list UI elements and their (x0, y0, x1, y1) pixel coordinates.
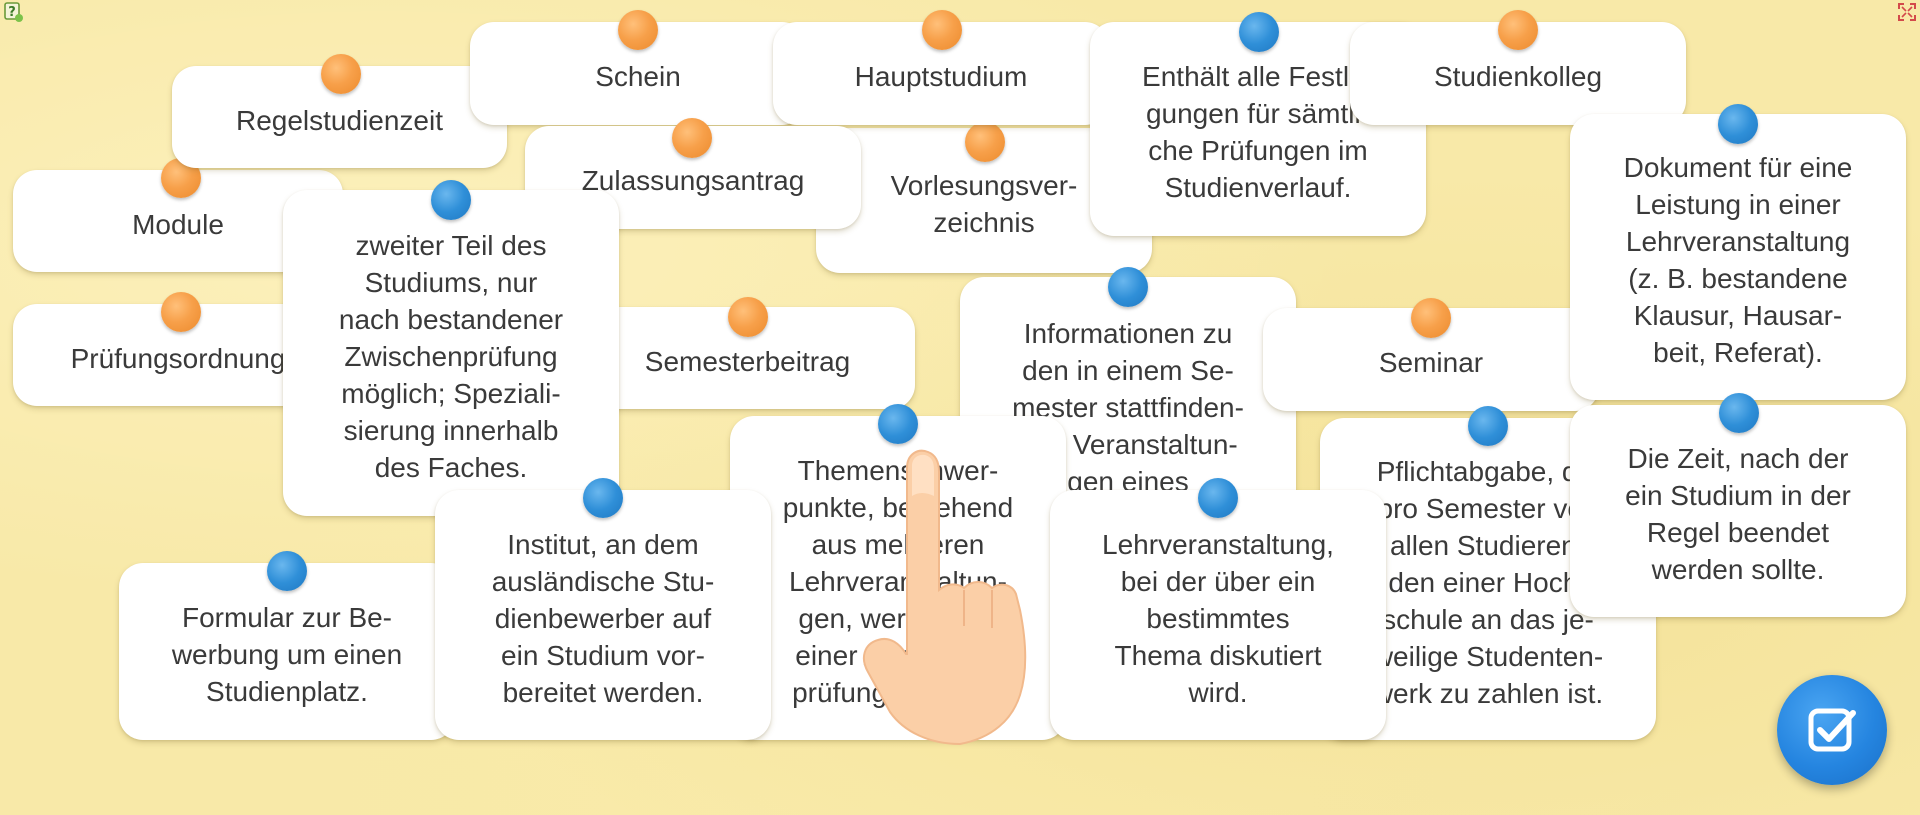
term-card-label: Semesterbeitrag (644, 345, 851, 377)
pin-blue-icon (1719, 393, 1759, 433)
definition-card-text: Pflichtabgabe, die pro Semester von alle… (1372, 455, 1604, 709)
pin-blue-icon (583, 478, 623, 518)
pin-blue-icon (267, 551, 307, 591)
pin-orange-icon (728, 297, 768, 337)
pin-blue-icon (1718, 104, 1758, 144)
pin-orange-icon (1411, 298, 1451, 338)
term-card-label: Zulassungsantrag (581, 165, 805, 196)
term-card-studienkolleg[interactable]: Studienkolleg (1350, 22, 1686, 125)
term-card-label: Hauptstudium (854, 61, 1028, 92)
definition-card-institut[interactable]: Institut, an dem ausländische Stu- dienb… (435, 490, 771, 740)
definition-card-text: Formular zur Be- werbung um einen Studie… (171, 602, 403, 707)
fullscreen-toggle-icon[interactable] (1896, 1, 1918, 23)
pin-orange-icon (321, 54, 361, 94)
checkmark-icon (1808, 708, 1856, 752)
definition-card-text: Lehrveranstaltung, bei der über ein best… (1102, 528, 1334, 708)
definition-card-zweiter-teil[interactable]: zweiter Teil des Studiums, nur nach best… (283, 190, 619, 516)
term-card-label: Schein (595, 61, 681, 92)
definition-card-formular[interactable]: Formular zur Be- werbung um einen Studie… (119, 563, 455, 740)
pin-orange-icon (618, 10, 658, 50)
pin-orange-icon (965, 122, 1005, 162)
term-card-schein[interactable]: Schein (470, 22, 806, 125)
definition-card-text: Dokument für eine Leistung in einer Lehr… (1623, 152, 1853, 368)
term-card-label: Regelstudienzeit (235, 104, 444, 136)
definition-card-text: Institut, an dem ausländische Stu- dienb… (491, 528, 715, 708)
term-card-label: Vorlesungsver- zeichnis (890, 169, 1078, 238)
pin-blue-icon (1468, 406, 1508, 446)
term-card-regelstudienzeit[interactable]: Regelstudienzeit (172, 66, 507, 168)
term-card-label: Seminar (1378, 347, 1484, 378)
definition-card-text: Enthält alle Festle- gungen für sämtli- … (1142, 61, 1374, 203)
pin-blue-icon (1108, 267, 1148, 307)
pin-orange-icon (922, 10, 962, 50)
definition-card-lehrveranstaltung[interactable]: Lehrveranstaltung, bei der über ein best… (1050, 490, 1386, 740)
pin-blue-icon (878, 404, 918, 444)
term-card-label: Module (132, 208, 224, 240)
definition-card-text: Die Zeit, nach der ein Studium in der Re… (1625, 443, 1851, 585)
pin-blue-icon (1198, 478, 1238, 518)
definition-card-themenschwerpunkte[interactable]: Themenschwer- punkte, bestehend aus mehr… (730, 416, 1066, 740)
pin-orange-icon (161, 292, 201, 332)
definition-card-text: Themenschwer- punkte, bestehend aus mehr… (782, 454, 1014, 708)
pin-orange-icon (672, 118, 712, 158)
definition-card-text: zweiter Teil des Studiums, nur nach best… (338, 229, 564, 483)
definition-card-dokument[interactable]: Dokument für eine Leistung in einer Lehr… (1570, 114, 1906, 400)
pin-blue-icon (431, 180, 471, 220)
pin-orange-icon (1498, 10, 1538, 50)
pin-blue-icon (1239, 12, 1279, 52)
definition-card-festlegungen[interactable]: Enthält alle Festle- gungen für sämtli- … (1090, 22, 1426, 236)
definition-card-zeit[interactable]: Die Zeit, nach der ein Studium in der Re… (1570, 405, 1906, 617)
check-answers-button[interactable] (1777, 675, 1887, 785)
help-question-icon[interactable]: ? (2, 1, 24, 23)
term-card-label: Studienkolleg (1433, 61, 1603, 92)
svg-text:?: ? (8, 5, 16, 20)
term-card-label: Prüfungsordnung (70, 342, 286, 374)
